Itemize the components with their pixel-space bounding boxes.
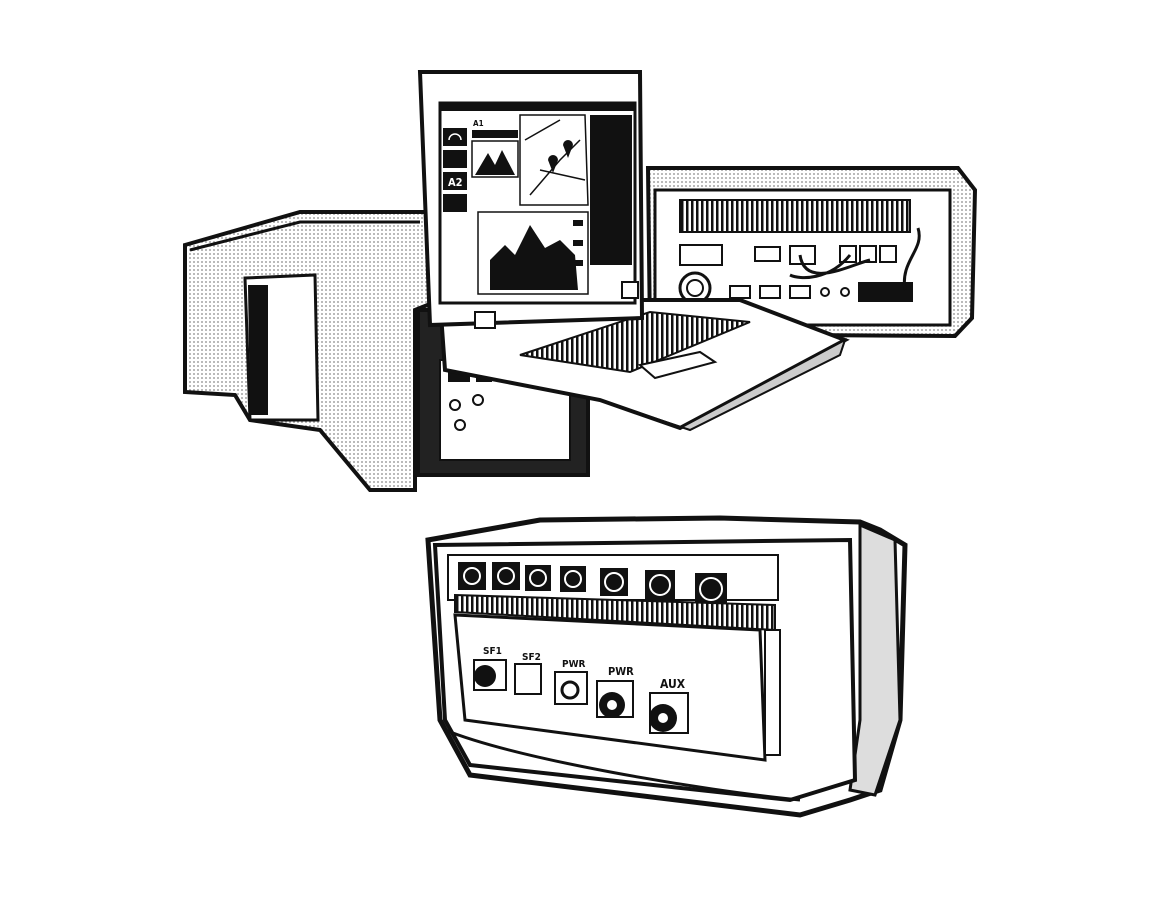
rear-rack-unit (645, 166, 978, 339)
wifi-icon (443, 128, 467, 146)
connector-sf1[interactable]: SF1 (473, 646, 507, 691)
touchpad[interactable] (637, 350, 718, 380)
case-handle (248, 285, 268, 415)
fan-icon (525, 565, 551, 591)
connector-aux[interactable]: AUX (649, 677, 689, 734)
connector-pwr-2[interactable]: PWR (596, 665, 634, 718)
keyboard[interactable] (519, 310, 751, 374)
serial-port (754, 246, 781, 262)
vent-grille (679, 199, 911, 233)
fan-icon (492, 562, 520, 590)
laptop-screen: A2 A1 (417, 70, 645, 329)
level-meters (590, 115, 632, 265)
connector-label: PWR (608, 665, 634, 678)
map-pin-icon (548, 155, 558, 173)
fan-row (458, 562, 727, 605)
usb-port (729, 285, 751, 299)
hinge (474, 311, 496, 329)
panel-a2-label: A2 (448, 176, 463, 189)
connector-sf2[interactable]: SF2 (514, 652, 542, 695)
trend-line-icon (443, 194, 467, 212)
cables (789, 227, 921, 291)
connector-label: SF2 (522, 652, 541, 663)
power-connector (858, 282, 913, 302)
connector-pwr-1[interactable]: PWR (554, 659, 588, 705)
panel-a1-label: A1 (473, 119, 484, 128)
trend-line-icon (443, 150, 467, 168)
laptop-base (437, 298, 850, 432)
hinge (621, 281, 639, 299)
map-pin-icon (563, 140, 573, 158)
connector-label: PWR (562, 659, 586, 670)
connector-case: SF1 SF2 PWR PWR AUX (425, 515, 908, 818)
db-port (679, 244, 723, 266)
connector-label: AUX (660, 677, 686, 691)
usb-port (759, 285, 781, 299)
fan-icon (458, 562, 486, 590)
fan-icon (560, 566, 586, 592)
connector-label: SF1 (483, 646, 502, 657)
